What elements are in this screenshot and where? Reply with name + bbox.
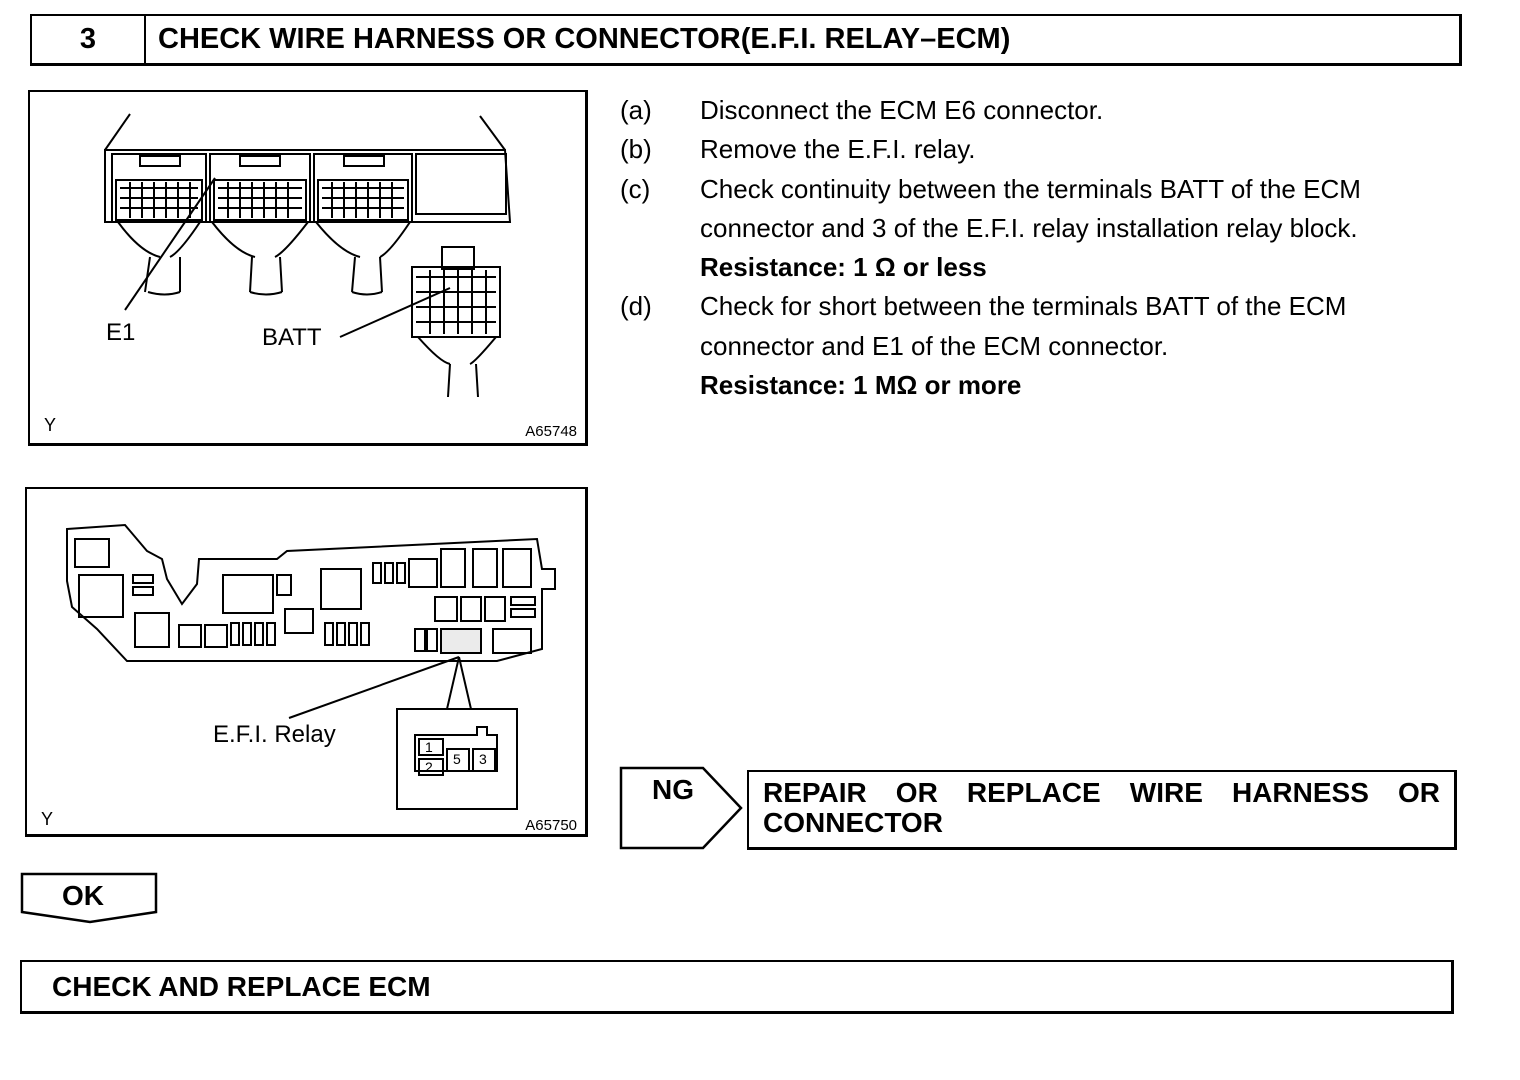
figure-id: A65748 xyxy=(525,423,577,440)
efi-relay-label: E.F.I. Relay xyxy=(213,721,336,748)
ng-result-line: CONNECTOR xyxy=(763,807,943,838)
relay-block-illustration xyxy=(66,523,556,810)
ecm-connector-illustration xyxy=(104,113,512,398)
ng-result-line: REPAIR OR REPLACE WIRE HARNESS OR xyxy=(763,777,1440,808)
instruction-text: Remove the E.F.I. relay. xyxy=(700,134,976,165)
figure-corner-label: Y xyxy=(44,415,57,435)
instruction-text: Disconnect the ECM E6 connector. xyxy=(700,95,1104,125)
resistance-spec: Resistance: 1 MΩ or more xyxy=(700,370,1022,401)
ok-arrow-icon xyxy=(20,872,158,924)
figure-corner-label: Y xyxy=(41,809,54,829)
instruction-letter: (a) xyxy=(620,95,652,125)
instruction-b: (b) Remove the E.F.I. relay. xyxy=(620,130,1470,169)
instruction-letter: (b) xyxy=(620,134,652,165)
final-action-box: CHECK AND REPLACE ECM xyxy=(20,960,1454,1014)
instruction-text: connector and 3 of the E.F.I. relay inst… xyxy=(700,212,1358,243)
relay-terminal-2: 2 xyxy=(425,759,433,775)
relay-block-figure: E.F.I. Relay 1 2 5 3 Y A65750 xyxy=(25,487,588,837)
e1-terminal-label: E1 xyxy=(106,319,136,346)
instruction-text: Check for short between the terminals BA… xyxy=(700,291,1347,322)
instruction-c: (c) Check continuity between the termina… xyxy=(620,170,1470,288)
batt-terminal-label: BATT xyxy=(262,324,322,351)
relay-terminal-1: 1 xyxy=(425,739,433,755)
instruction-text: Check continuity between the terminals B… xyxy=(700,173,1361,204)
instruction-text: connector and E1 of the ECM connector. xyxy=(700,330,1169,361)
ok-label: OK xyxy=(62,880,104,911)
relay-terminal-5: 5 xyxy=(453,751,461,767)
step-title: CHECK WIRE HARNESS OR CONNECTOR(E.F.I. R… xyxy=(158,23,1011,55)
instruction-letter: (c) xyxy=(620,173,651,204)
instruction-d: (d) Check for short between the terminal… xyxy=(620,287,1470,405)
figure-id: A65750 xyxy=(525,817,577,834)
instruction-list: (a) Disconnect the ECM E6 connector. (b)… xyxy=(620,91,1470,405)
instruction-letter: (d) xyxy=(620,291,652,322)
ng-result-box: REPAIR OR REPLACE WIRE HARNESS OR CONNEC… xyxy=(747,770,1457,850)
ng-result-text: REPAIR OR REPLACE WIRE HARNESS OR CONNEC… xyxy=(763,778,1440,838)
ecm-connector-figure: E1 BATT Y A65748 xyxy=(28,90,588,446)
step-header: 3 CHECK WIRE HARNESS OR CONNECTOR(E.F.I.… xyxy=(30,14,1462,66)
resistance-spec: Resistance: 1 Ω or less xyxy=(700,252,987,283)
ng-label: NG xyxy=(652,774,694,805)
relay-terminal-3: 3 xyxy=(479,751,487,767)
ng-arrow-icon xyxy=(619,766,743,850)
final-action-text: CHECK AND REPLACE ECM xyxy=(52,970,431,1002)
instruction-a: (a) Disconnect the ECM E6 connector. xyxy=(620,91,1470,130)
step-number: 3 xyxy=(32,16,146,63)
